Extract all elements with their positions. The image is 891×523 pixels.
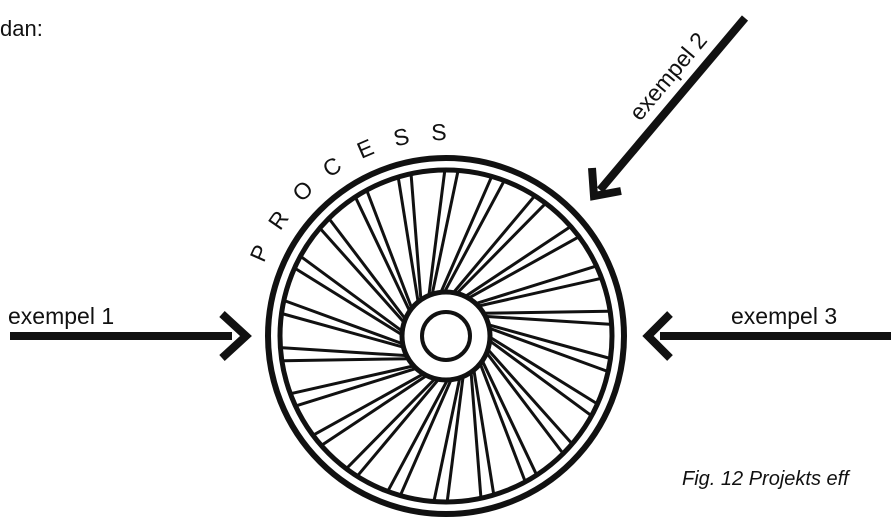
wheel-spoke bbox=[479, 362, 524, 481]
process-letter: E bbox=[353, 134, 377, 164]
wheel-spoke bbox=[483, 316, 610, 324]
process-letter: O bbox=[287, 175, 318, 206]
wheel-spoke bbox=[481, 311, 608, 313]
label-example-3: exempel 3 bbox=[731, 303, 837, 330]
wheel-spoke bbox=[481, 359, 536, 474]
figure-caption: Fig. 12 Projekts eff bbox=[682, 468, 849, 491]
wheel-spoke bbox=[286, 301, 405, 345]
process-letter: S bbox=[431, 119, 447, 146]
process-letter: C bbox=[318, 151, 346, 182]
wheel-spoke bbox=[284, 359, 411, 361]
label-example-1: exempel 1 bbox=[8, 303, 114, 330]
wheel-spoke bbox=[356, 199, 411, 313]
wheel-spoke bbox=[367, 192, 412, 311]
process-letter: S bbox=[391, 123, 412, 152]
process-letter: P bbox=[245, 241, 275, 266]
wheel-icon bbox=[268, 158, 624, 514]
wheel-spoke bbox=[282, 348, 409, 356]
wheel-spoke bbox=[487, 327, 606, 371]
process-letter: R bbox=[263, 206, 294, 234]
arrow-down-left-icon bbox=[592, 18, 745, 196]
